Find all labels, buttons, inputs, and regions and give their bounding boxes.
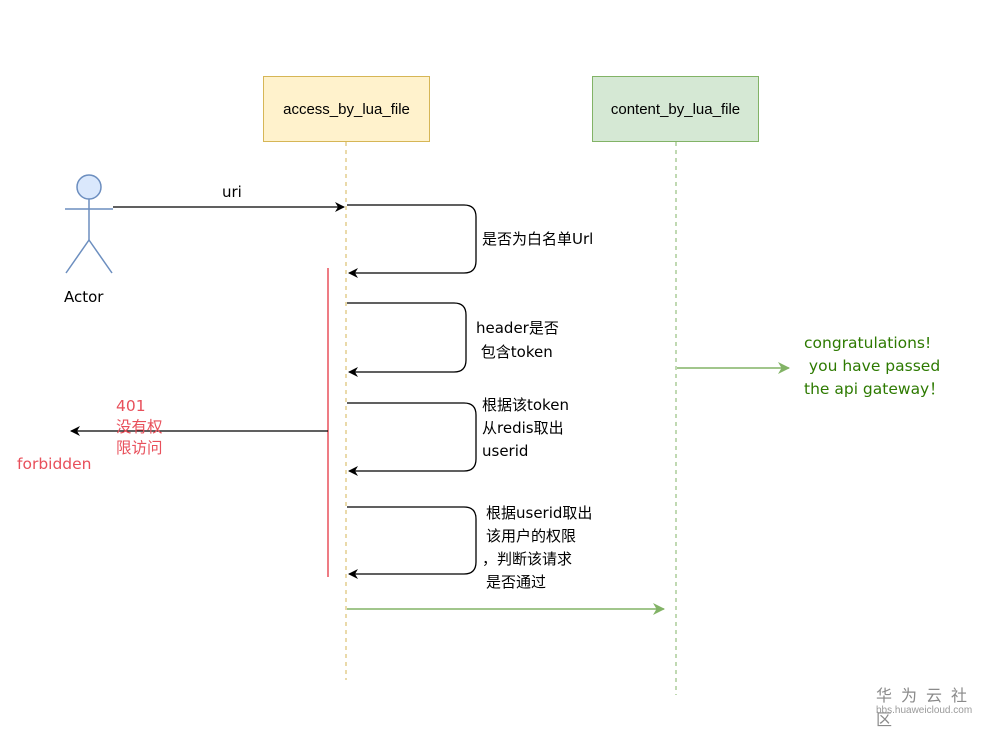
- whitelist-loop: [347, 204, 477, 278]
- actor-label: Actor: [64, 288, 104, 306]
- header-note-line2: 包含token: [476, 343, 553, 361]
- permission-loop: [347, 506, 477, 579]
- redis-note-line1: 根据该token: [482, 396, 569, 414]
- content-by-lua-file-box: content_by_lua_file: [592, 76, 759, 142]
- redis-loop: [347, 402, 477, 476]
- permission-note-line1: 根据userid取出: [486, 504, 593, 522]
- success-line1: congratulations!: [804, 334, 932, 352]
- uri-label: uri: [222, 183, 242, 201]
- success-line2: you have passed: [804, 357, 941, 375]
- watermark-title: 华为云社区: [876, 686, 977, 729]
- whitelist-note: 是否为白名单Url: [482, 230, 594, 248]
- redis-note-line2: 从redis取出: [482, 419, 564, 437]
- redis-note-line3: userid: [482, 442, 529, 460]
- header-loop: [347, 302, 467, 377]
- forbidden-label: forbidden: [17, 455, 92, 473]
- watermark-url: bbs.huaweicloud.com: [876, 705, 973, 716]
- deny-text-line1: 没有权: [116, 418, 163, 436]
- deny-text-line2: 限访问: [116, 439, 163, 457]
- permission-note-line4: 是否通过: [486, 573, 547, 591]
- actor-figure: [65, 174, 113, 274]
- access-by-lua-file-box: access_by_lua_file: [263, 76, 430, 142]
- content-box-label: content_by_lua_file: [610, 100, 741, 118]
- deny-code: 401: [116, 397, 146, 415]
- permission-note-line3: ，判断该请求: [482, 550, 573, 568]
- success-line3: the api gateway！: [804, 380, 945, 398]
- header-note-line1: header是否: [476, 319, 559, 337]
- access-box-label: access_by_lua_file: [283, 100, 410, 118]
- permission-note-line2: 该用户的权限: [486, 527, 577, 545]
